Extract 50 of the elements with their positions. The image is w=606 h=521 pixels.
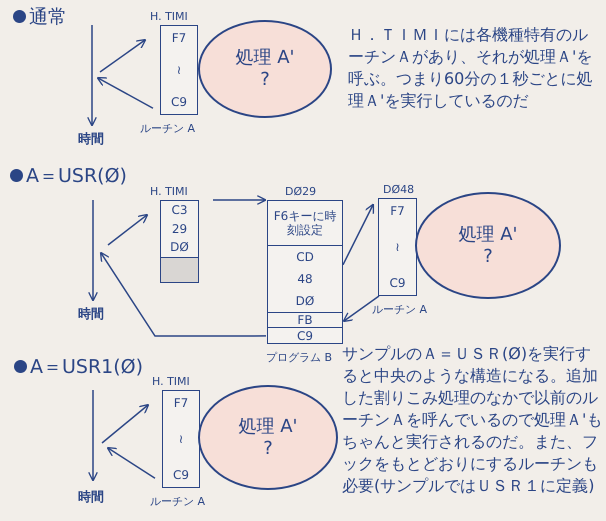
routine-caption: プログラム B bbox=[266, 350, 332, 365]
address-label: H. TIMI bbox=[152, 375, 190, 388]
code-text: CD bbox=[296, 250, 314, 264]
arrow bbox=[108, 214, 148, 246]
code-text: DØ bbox=[170, 240, 189, 254]
arrow bbox=[102, 404, 150, 444]
arrow bbox=[106, 446, 156, 479]
process-text: ? bbox=[263, 438, 273, 460]
section-heading: A＝USR1(Ø) bbox=[30, 355, 144, 380]
code-text: C9 bbox=[170, 95, 187, 109]
code-text: F7 bbox=[172, 31, 186, 45]
routine-caption: ルーチン A bbox=[372, 302, 428, 317]
process-text: 処理 A' bbox=[236, 47, 294, 69]
address-label: DØ29 bbox=[285, 185, 316, 198]
arrow bbox=[342, 203, 374, 266]
arrow bbox=[100, 252, 266, 337]
process-text: 処理 A' bbox=[458, 224, 518, 246]
code-text: FB bbox=[297, 313, 313, 328]
code-text: F6キーに時刻設定 bbox=[272, 209, 338, 238]
axis-label: 時間 bbox=[78, 306, 104, 323]
process-text: ? bbox=[260, 69, 270, 91]
description-text: Ｈ．ＴＩＭＩには各機種特有のルーチンＡがあり、それが処理Ａ'を呼ぶ。つまり60分の１秒ごとに処理Ａ'を実行しているのだ bbox=[348, 24, 594, 112]
routine-caption: ルーチン A bbox=[150, 494, 206, 509]
code-text: F7 bbox=[174, 396, 188, 410]
description-text: サンプルのＡ＝ＵＳＲ(Ø)を実行すると中央のような構造になる。追加した割りこみ処理のなかで以前のルーチンＡを呼んでいるので処理Ａ'もちゃんと実行されるのだ。また、フックをもとどおりにするルーチンも必要(サンプルではＵＳＲ１に定義) bbox=[342, 343, 604, 497]
arrow bbox=[100, 38, 146, 73]
code-text: F7 bbox=[390, 204, 405, 218]
axis-label: 時間 bbox=[78, 131, 104, 148]
arrow bbox=[96, 76, 154, 109]
code-text: C3 bbox=[171, 203, 188, 218]
code-text: C9 bbox=[172, 468, 189, 482]
arrow bbox=[342, 295, 380, 322]
code-text: C9 bbox=[296, 328, 313, 343]
code-text: ≀ bbox=[395, 240, 400, 254]
axis-label: 時間 bbox=[78, 489, 104, 506]
process-text: ? bbox=[483, 246, 493, 268]
section-heading: A＝USR(Ø) bbox=[26, 164, 127, 189]
routine-caption: ルーチン A bbox=[140, 121, 196, 136]
address-label: DØ48 bbox=[383, 183, 414, 196]
code-text: DØ bbox=[296, 294, 314, 308]
arrow bbox=[213, 194, 267, 206]
code-text: ≀ bbox=[178, 432, 184, 446]
section-heading: 通常 bbox=[29, 5, 67, 30]
code-text: 29 bbox=[172, 222, 188, 236]
address-label: H. TIMI bbox=[150, 10, 188, 23]
code-text: ≀ bbox=[176, 63, 182, 77]
code-text: C9 bbox=[389, 276, 406, 290]
process-text: 処理 A' bbox=[238, 416, 298, 438]
address-label: H. TIMI bbox=[150, 185, 188, 198]
code-text: 48 bbox=[297, 272, 313, 286]
